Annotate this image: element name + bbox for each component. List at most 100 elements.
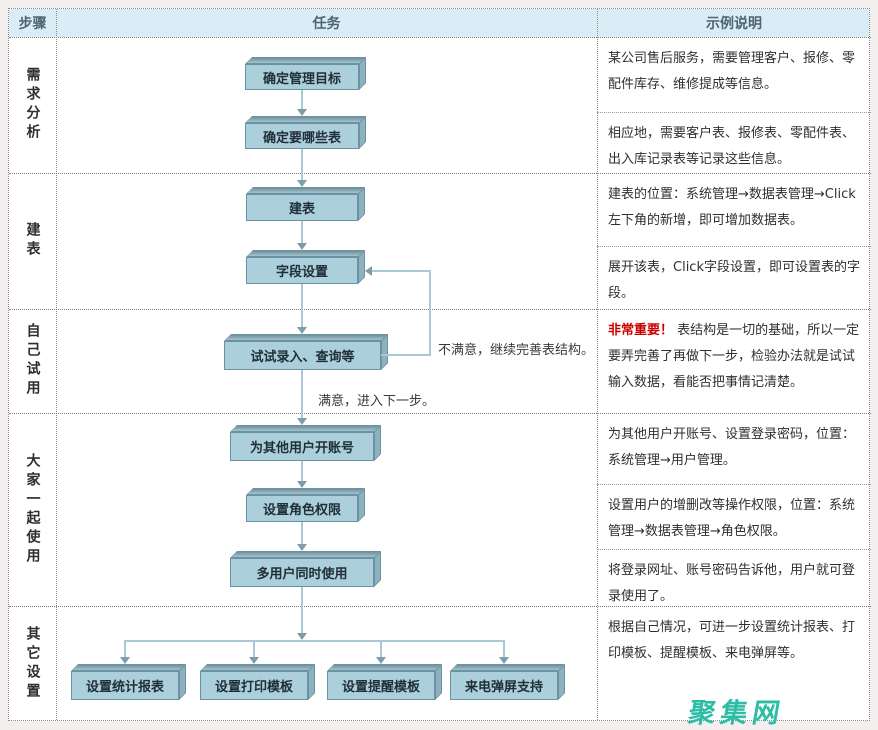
example-text: 为其他用户开账号、设置登录密码，位置：系统管理→用户管理。 [608,427,856,468]
connector-line [301,461,303,481]
header-row [9,9,869,37]
connector-line [301,149,303,180]
node-top-face [230,551,381,558]
flow-node-create-table: 建表 [246,187,365,221]
connector-line [301,221,303,243]
example-text: 某公司售后服务，需要管理客户、报修、零配件库存、维修提成等信息。 [608,51,856,92]
connector-line [380,642,382,657]
header-examples: 示例说明 [706,16,762,32]
example-text: 设置用户的增删改等操作权限，位置：系统管理→数据表管理→角色权限。 [608,498,856,539]
node-side-face [381,334,388,370]
node-label: 字段设置 [246,257,358,284]
step-cell-use-together: 大家一起使用 [9,413,56,606]
example-text: 根据自己情况，可进一步设置统计报表、打印模板、提醒模板、来电弹屏等。 [608,620,856,661]
row-divider [9,606,871,607]
node-label: 确定要哪些表 [245,123,359,149]
column-divider-right [597,9,598,720]
node-top-face [230,425,381,432]
node-top-face [450,664,565,671]
node-top-face [71,664,186,671]
connector-line [301,370,303,418]
row-divider [9,413,871,414]
node-side-face [308,664,315,700]
loop-line [372,270,431,272]
proceed-annotation: 满意，进入下一步。 [318,394,436,409]
node-label: 设置提醒模板 [327,671,435,700]
node-top-face [200,664,315,671]
arrow-down-icon [376,657,386,664]
step-label: 其它设置 [24,626,41,702]
node-label: 多用户同时使用 [230,558,374,587]
node-top-face [246,187,365,194]
node-top-face [245,116,366,123]
step-label: 大家一起使用 [24,452,41,567]
flow-node-try-entry: 试试录入、查询等 [224,334,388,370]
step-cell-create-table: 建表 [9,173,56,309]
flow-node-role-permissions: 设置角色权限 [246,488,365,522]
example-divider [597,112,871,113]
node-side-face [358,488,365,522]
arrow-down-icon [297,633,307,640]
step-label: 需求分析 [24,67,41,143]
flow-node-print-template: 设置打印模板 [200,664,315,700]
example-divider [597,246,871,247]
row-divider [9,37,871,38]
watermark-logo: 聚集网 [685,698,788,729]
node-label: 建表 [246,194,358,221]
connector-line [503,642,505,657]
arrow-down-icon [297,481,307,488]
connector-line [301,587,303,633]
example-divider [597,484,871,485]
node-top-face [246,250,365,257]
node-top-face [327,664,442,671]
step-label: 自己试用 [24,323,41,399]
example-text: 展开该表，Click字段设置，即可设置表的字段。 [608,260,860,301]
step-cell-other-settings: 其它设置 [9,606,56,722]
node-side-face [435,664,442,700]
node-side-face [558,664,565,700]
connector-line [124,642,126,657]
loop-line [429,270,431,356]
connector-line [301,90,303,109]
loop-annotation: 不满意，继续完善表结构。 [438,343,595,358]
node-side-face [179,664,186,700]
flow-node-goal: 确定管理目标 [245,57,366,90]
node-side-face [359,57,366,90]
arrow-down-icon [499,657,509,664]
example-text: 表结构是一切的基础，所以一定要弄完善了再做下一步，检验办法就是试试输入数据，看能… [608,323,860,390]
flow-node-report: 设置统计报表 [71,664,186,700]
step-label: 建表 [24,222,41,260]
arrow-down-icon [297,180,307,187]
header-steps: 步骤 [18,16,47,32]
flow-node-which-tables: 确定要哪些表 [245,116,366,149]
example-text: 相应地，需要客户表、报修表、零配件表、出入库记录表等记录这些信息。 [608,126,856,167]
node-side-face [358,250,365,284]
arrow-down-icon [297,109,307,116]
arrow-left-icon [365,266,372,276]
row-divider [9,309,871,310]
flowchart-table: 步骤 任务 示例说明 需求分析 建表 自己试用 大家一起使用 其它设置 确定管理… [8,8,871,729]
example-text-important: 非常重要！ 表结构是一切的基础，所以一定要弄完善了再做下一步，检验办法就是试试输… [598,309,870,413]
node-label: 来电弹屏支持 [450,671,558,700]
node-side-face [374,551,381,587]
flow-node-call-popup: 来电弹屏支持 [450,664,565,700]
node-side-face [374,425,381,461]
flow-node-open-accounts: 为其他用户开账号 [230,425,381,461]
step-cell-requirements: 需求分析 [9,37,56,173]
node-top-face [224,334,388,341]
node-label: 为其他用户开账号 [230,432,374,461]
arrow-down-icon [297,418,307,425]
flow-node-multi-user: 多用户同时使用 [230,551,381,587]
column-divider-left [56,9,57,720]
arrow-down-icon [297,327,307,334]
arrow-down-icon [297,243,307,250]
node-top-face [246,488,365,495]
flow-node-field-settings: 字段设置 [246,250,365,284]
arrow-down-icon [249,657,259,664]
flow-node-reminder-template: 设置提醒模板 [327,664,442,700]
branch-line [124,640,505,642]
node-label: 试试录入、查询等 [224,341,381,370]
node-label: 设置角色权限 [246,495,358,522]
node-label: 设置打印模板 [200,671,308,700]
connector-line [253,642,255,657]
